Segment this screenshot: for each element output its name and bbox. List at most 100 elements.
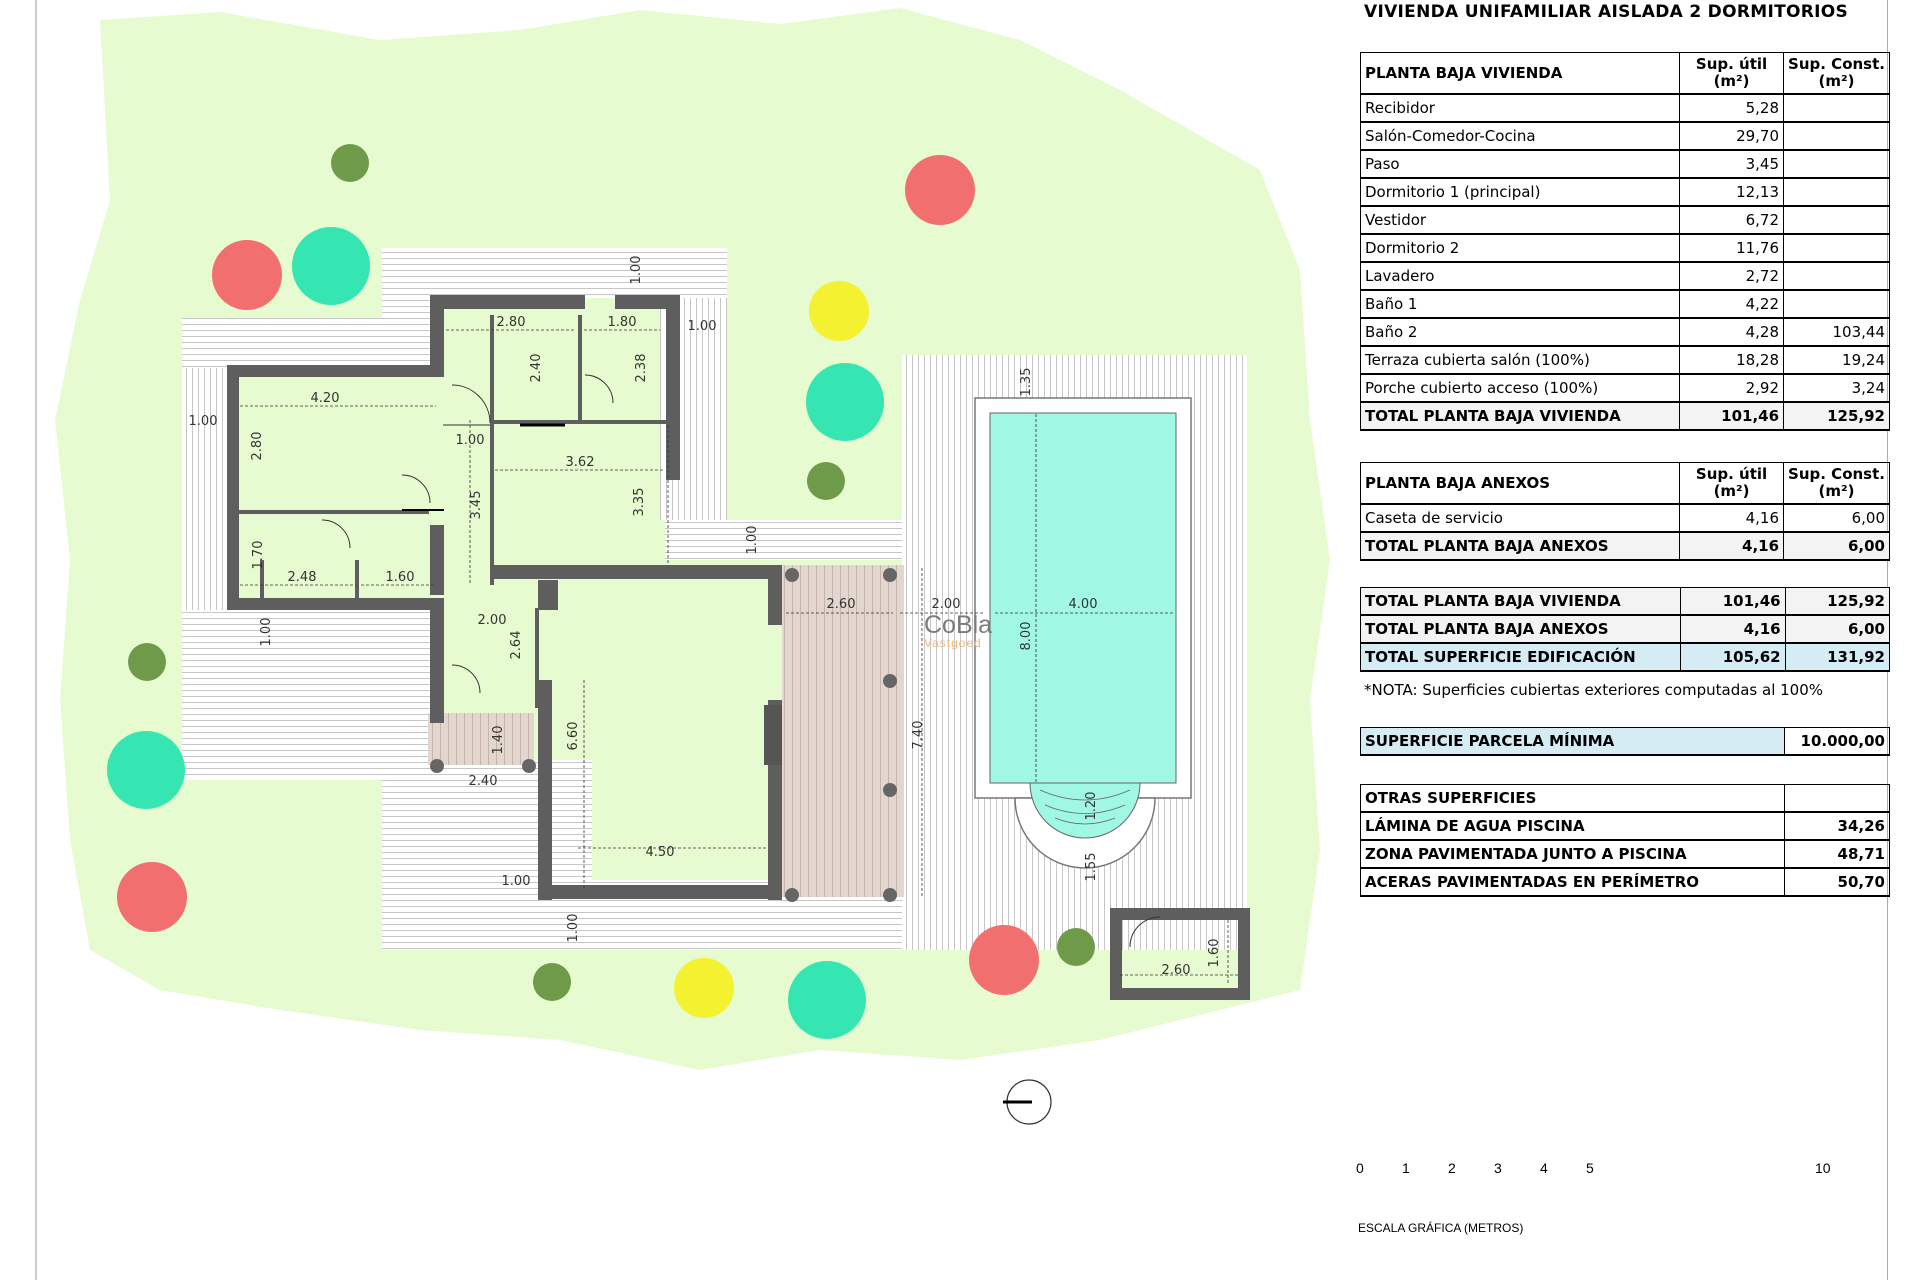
row-const: 6,00 [1784, 614, 1891, 644]
table-otras-superficies: OTRAS SUPERFICIES LÁMINA DE AGUA PISCINA… [1360, 784, 1891, 897]
row-util: 2,92 [1679, 373, 1785, 403]
dim-label: 1.60 [386, 570, 415, 585]
total-const: 6,00 [1783, 531, 1890, 561]
dim-label: 8.00 [1019, 622, 1034, 651]
row-util: 105,62 [1680, 642, 1786, 672]
row-util: 29,70 [1679, 121, 1785, 151]
dim-label: 7.40 [911, 721, 926, 750]
scale-tick-label: 2 [1448, 1160, 1456, 1176]
scale-tick-label: 4 [1540, 1160, 1548, 1176]
tree-teal [292, 227, 370, 305]
table-planta-baja-anexos: PLANTA BAJA ANEXOS Sup. útil(m²) Sup. Co… [1359, 462, 1890, 561]
dim-label: 1.00 [456, 433, 485, 448]
row-name: Dormitorio 2 [1359, 233, 1681, 263]
page-title: VIVIENDA UNIFAMILIAR AISLADA 2 DORMITORI… [1364, 2, 1849, 22]
row-const: 103,44 [1783, 317, 1890, 347]
dim-label: 1.00 [688, 319, 717, 334]
cobla-logo: CoBla Vastgoed [924, 613, 992, 650]
row-const [1783, 233, 1890, 263]
section-label: PLANTA BAJA ANEXOS [1359, 462, 1681, 505]
row-util: 18,28 [1679, 345, 1785, 375]
row-name: Terraza cubierta salón (100%) [1359, 345, 1681, 375]
row-name: TOTAL SUPERFICIE EDIFICACIÓN [1359, 642, 1682, 672]
dim-label: 3.62 [566, 455, 595, 470]
section-label: OTRAS SUPERFICIES [1360, 784, 1785, 813]
dim-label: 1.00 [629, 256, 644, 285]
dim-label: 1.00 [259, 618, 274, 647]
scale-tick-label: 0 [1356, 1160, 1364, 1176]
dim-label: 2.60 [827, 597, 856, 612]
table-parcela: SUPERFICIE PARCELA MÍNIMA 10.000,00 [1360, 727, 1891, 756]
tree-green [331, 144, 369, 182]
dim-label: 3.35 [632, 488, 647, 517]
note-text: *NOTA: Superficies cubiertas exteriores … [1364, 681, 1824, 699]
dim-label: 2.00 [932, 597, 961, 612]
row-name: Baño 2 [1359, 317, 1681, 347]
col-header-util: Sup. útil(m²) [1679, 462, 1785, 505]
dim-label: 4.20 [311, 391, 340, 406]
row-value: 50,70 [1783, 867, 1891, 897]
deck-southwest [182, 610, 442, 780]
row-name: Dormitorio 1 (principal) [1359, 177, 1681, 207]
dim-label: 1.80 [608, 315, 637, 330]
row-const [1783, 177, 1890, 207]
dim-label: 1.35 [1019, 368, 1034, 397]
col-header-util: Sup. útil(m²) [1679, 52, 1785, 95]
deck-north [182, 318, 432, 368]
dim-label: 1.60 [1207, 939, 1222, 968]
deck-mid [665, 520, 905, 560]
dim-label: 2.48 [288, 570, 317, 585]
pool-stairs [1029, 782, 1141, 839]
scale-tick-label: 3 [1494, 1160, 1502, 1176]
dim-label: 2.40 [529, 354, 544, 383]
row-util: 11,76 [1679, 233, 1785, 263]
tree-red [969, 925, 1039, 995]
floor-plan: 4.20 2.80 1.00 2.80 1.80 2.40 2.38 1.00 … [35, 0, 1330, 1280]
dim-label: 4.00 [1069, 597, 1098, 612]
trees [107, 144, 1095, 1039]
row-const [1783, 205, 1890, 235]
row-util: 4,16 [1679, 503, 1785, 533]
deck-north-2 [382, 248, 727, 298]
row-value: 48,71 [1783, 839, 1891, 869]
row-util: 2,72 [1679, 261, 1785, 291]
total-const: 125,92 [1783, 401, 1890, 431]
tree-green [533, 963, 571, 1001]
row-name: TOTAL PLANTA BAJA VIVIENDA [1359, 587, 1682, 616]
row-util: 4,28 [1679, 317, 1785, 347]
dim-label: 2.80 [497, 315, 526, 330]
row-name: Salón-Comedor-Cocina [1359, 121, 1681, 151]
row-const: 3,24 [1783, 373, 1890, 403]
logo-sub: Vastgoed [924, 636, 982, 650]
tree-green [128, 643, 166, 681]
table-planta-baja-vivienda: PLANTA BAJA VIVIENDA Sup. útil(m²) Sup. … [1359, 52, 1890, 431]
row-util: 4,22 [1679, 289, 1785, 319]
dim-label: 1.40 [491, 726, 506, 755]
row-const [1783, 149, 1890, 179]
dim-label: 4.50 [646, 845, 675, 860]
deck-nw-top [382, 248, 432, 318]
tree-yellow [674, 958, 734, 1018]
tree-red [117, 862, 187, 932]
total-label: TOTAL PLANTA BAJA ANEXOS [1359, 531, 1681, 561]
dim-label: 1.00 [189, 414, 218, 429]
columns [430, 568, 897, 902]
dim-label: 1.00 [566, 914, 581, 943]
row-name: Lavadero [1359, 261, 1681, 291]
row-name: Porche cubierto acceso (100%) [1359, 373, 1681, 403]
row-const [1783, 289, 1890, 319]
row-const: 19,24 [1783, 345, 1890, 375]
tree-teal [806, 363, 884, 441]
dim-label: 1.00 [745, 526, 760, 555]
dim-label: 2.64 [509, 631, 524, 660]
